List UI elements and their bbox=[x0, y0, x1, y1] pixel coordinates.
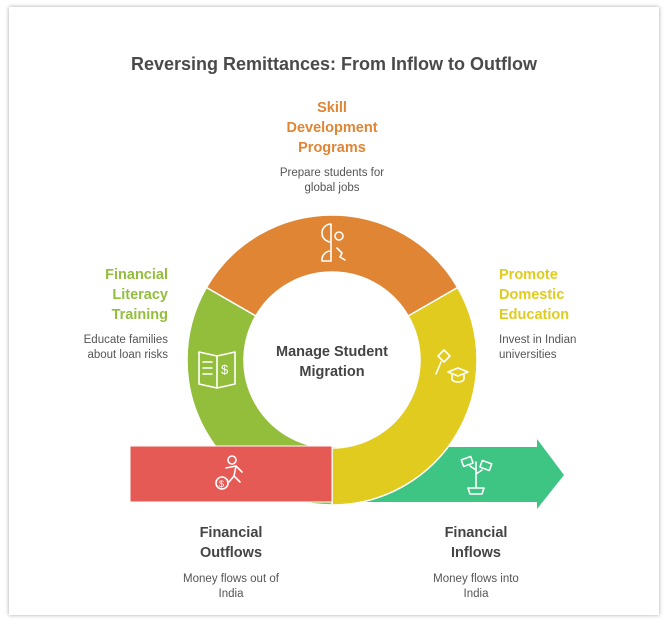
label-title: Domestic bbox=[499, 287, 565, 303]
label-title: Promote bbox=[499, 267, 558, 283]
financial-literacy-label: Financial Literacy Training Educate fami… bbox=[20, 265, 168, 363]
label-title: Development bbox=[286, 120, 378, 136]
running-money-bag-icon: $ bbox=[215, 455, 243, 490]
promote-domestic-education-label: Promote Domestic Education Invest in Ind… bbox=[499, 265, 649, 363]
label-desc: India bbox=[463, 588, 489, 600]
segment-promote-domestic-education bbox=[331, 286, 478, 506]
financial-outflows-label: Financial Outflows Money flows out of In… bbox=[141, 523, 321, 602]
money-plant-icon bbox=[460, 455, 493, 495]
book-dollar-icon: $ bbox=[198, 351, 236, 389]
label-desc: about loan risks bbox=[87, 349, 168, 361]
center-label: Manage Student Migration bbox=[232, 342, 432, 382]
label-title: Programs bbox=[298, 140, 366, 156]
center-label-line: Manage Student bbox=[276, 344, 388, 360]
label-desc: global jobs bbox=[304, 182, 360, 194]
diagram-title: Reversing Remittances: From Inflow to Ou… bbox=[130, 54, 538, 74]
label-desc: India bbox=[218, 588, 244, 600]
diagram-card bbox=[9, 7, 659, 615]
skill-development-label: Skill Development Programs Prepare stude… bbox=[232, 98, 432, 196]
head-gear-icon bbox=[321, 223, 346, 262]
label-desc: Money flows into bbox=[433, 573, 519, 585]
label-title: Financial bbox=[199, 525, 263, 541]
label-title: Inflows bbox=[451, 545, 501, 561]
label-desc: Money flows out of bbox=[183, 573, 279, 585]
label-title: Outflows bbox=[199, 545, 263, 561]
label-title: Financial bbox=[444, 525, 508, 541]
flag-graduation-cap-icon bbox=[435, 349, 469, 383]
segment-skill-development bbox=[205, 214, 459, 318]
svg-text:$: $ bbox=[221, 362, 229, 377]
financial-inflows-label: Financial Inflows Money flows into India bbox=[386, 523, 566, 602]
label-title: Literacy bbox=[112, 287, 168, 303]
svg-text:$: $ bbox=[219, 479, 224, 489]
label-desc: Invest in Indian bbox=[499, 334, 577, 346]
label-desc: Educate families bbox=[83, 334, 168, 346]
label-title: Skill bbox=[317, 100, 347, 116]
label-title: Education bbox=[499, 307, 570, 323]
label-title: Training bbox=[111, 307, 168, 323]
outflows-bar bbox=[129, 445, 333, 503]
label-desc: Prepare students for bbox=[279, 167, 385, 179]
label-title: Financial bbox=[105, 267, 168, 283]
label-desc: universities bbox=[499, 349, 557, 361]
center-label-line: Migration bbox=[299, 364, 365, 380]
